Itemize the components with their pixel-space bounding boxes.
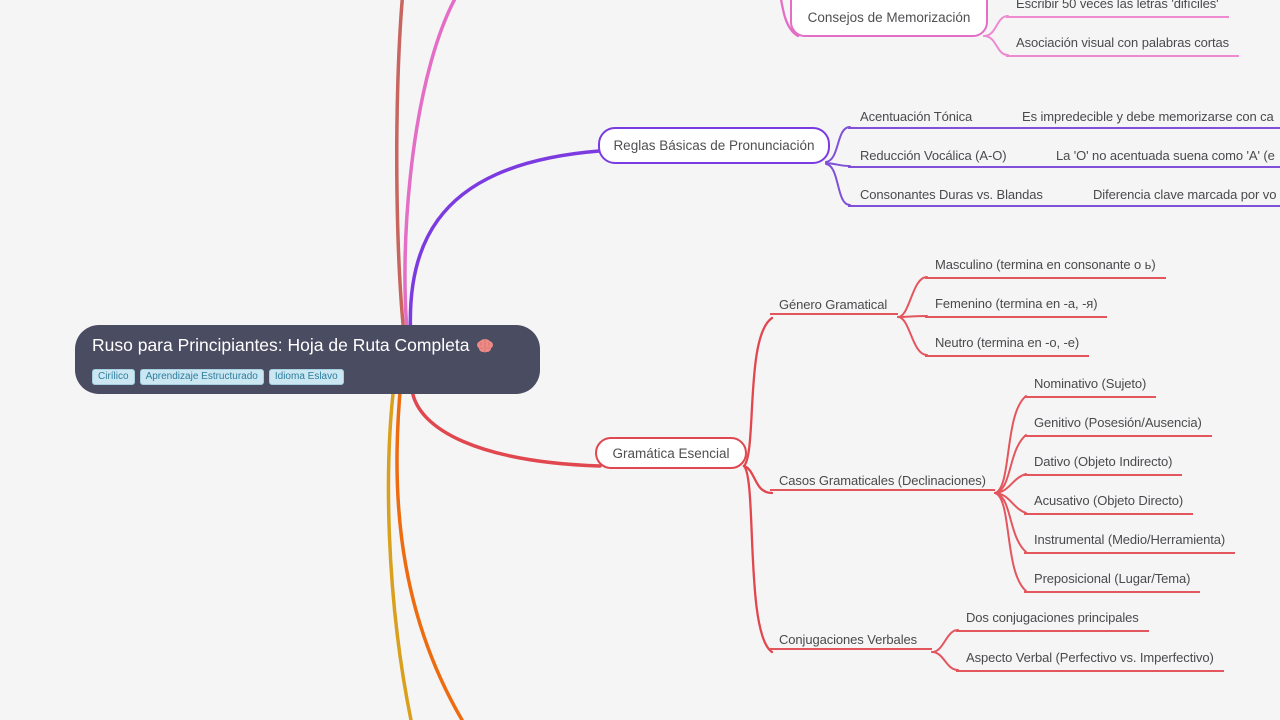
link-conjugaciones-child-2 xyxy=(931,651,959,671)
node-reglas-pronunciacion[interactable]: Reglas Básicas de Pronunciación xyxy=(598,127,830,164)
branch-label: Casos Gramaticales (Declinaciones) xyxy=(779,473,986,488)
branch-conjugaciones-verbales[interactable]: Conjugaciones Verbales xyxy=(770,631,932,650)
node-label: Gramática Esencial xyxy=(612,445,730,461)
link-root-gramatica xyxy=(410,388,602,468)
row-detail: Diferencia clave marcada por vo xyxy=(1093,187,1277,202)
leaf-masculino[interactable]: Masculino (termina en consonante o ь) xyxy=(925,256,1166,279)
link-root-pronunciacion xyxy=(408,149,601,367)
leaf-label: Dativo (Objeto Indirecto) xyxy=(1034,454,1173,469)
link-genero-neutro xyxy=(897,316,928,356)
link-pronunciacion-row-2 xyxy=(825,162,851,167)
link-casos-preposicional xyxy=(994,492,1027,592)
leaf-label: Aspecto Verbal (Perfectivo vs. Imperfect… xyxy=(966,650,1214,665)
leaf-label: Asociación visual con palabras cortas xyxy=(1016,35,1230,50)
row-reduccion-vocalica[interactable]: Reducción Vocálica (A-O) La 'O' no acent… xyxy=(848,145,1280,168)
row-detail: Es impredecible y debe memorizarse con c… xyxy=(1022,109,1274,124)
leaf-label: Acusativo (Objeto Directo) xyxy=(1034,493,1184,508)
leaf-genitivo[interactable]: Genitivo (Posesión/Ausencia) xyxy=(1024,414,1212,437)
link-genero-masculino xyxy=(897,276,928,318)
leaf-neutro[interactable]: Neutro (termina en -o, -e) xyxy=(925,334,1090,357)
link-gramatica-genero xyxy=(742,316,774,468)
leaf-label: Masculino (termina en consonante o ь) xyxy=(935,257,1156,272)
leaf-acusativo[interactable]: Acusativo (Objeto Directo) xyxy=(1024,492,1194,515)
link-conjugaciones-child-1 xyxy=(931,629,959,653)
node-label: Consejos de Memorización xyxy=(807,10,971,25)
leaf-dativo[interactable]: Dativo (Objeto Indirecto) xyxy=(1024,453,1183,476)
node-gramatica-esencial[interactable]: Gramática Esencial xyxy=(595,437,747,469)
row-label: Acentuación Tónica xyxy=(860,109,973,124)
link-root-offscreen-bottom-orange xyxy=(395,368,465,720)
leaf-aspecto-verbal[interactable]: Aspecto Verbal (Perfectivo vs. Imperfect… xyxy=(956,649,1224,672)
node-consejos-memorizacion[interactable]: Consejos de Memorización xyxy=(790,0,988,37)
link-memorizacion-child-2 xyxy=(983,35,1009,56)
branch-label: Conjugaciones Verbales xyxy=(779,632,918,647)
root-tags: Cirílico Aprendizaje Estructurado Idioma… xyxy=(92,369,344,385)
node-label: Reglas Básicas de Pronunciación xyxy=(613,138,815,153)
link-genero-femenino xyxy=(897,315,928,318)
tag-aprendizaje-estructurado: Aprendizaje Estructurado xyxy=(139,369,264,385)
root-title: Ruso para Principiantes: Hoja de Ruta Co… xyxy=(92,335,494,356)
root-title-text: Ruso para Principiantes: Hoja de Ruta Co… xyxy=(92,335,470,355)
leaf-label: Neutro (termina en -o, -e) xyxy=(935,335,1080,350)
leaf-nominativo[interactable]: Nominativo (Sujeto) xyxy=(1024,375,1157,398)
leaf-label: Preposicional (Lugar/Tema) xyxy=(1034,571,1191,586)
link-gramatica-casos xyxy=(742,464,774,495)
link-pronunciacion-row-3 xyxy=(825,163,851,206)
branch-genero-gramatical[interactable]: Género Gramatical xyxy=(770,296,898,315)
row-label: Reducción Vocálica (A-O) xyxy=(860,148,1007,163)
leaf-label: Escribir 50 veces las letras 'difíciles' xyxy=(1016,0,1219,11)
link-pronunciacion-row-1 xyxy=(825,126,851,163)
row-consonantes-duras-blandas[interactable]: Consonantes Duras vs. Blandas Diferencia… xyxy=(848,184,1280,207)
link-casos-instrumental xyxy=(994,492,1027,553)
link-root-offscreen-top-pink xyxy=(403,0,457,364)
row-label: Consonantes Duras vs. Blandas xyxy=(860,187,1043,202)
tag-idioma-eslavo: Idioma Eslavo xyxy=(268,369,344,385)
root-node[interactable]: Ruso para Principiantes: Hoja de Ruta Co… xyxy=(75,325,540,394)
leaf-asociacion-visual[interactable]: Asociación visual con palabras cortas xyxy=(1006,34,1240,57)
branch-label: Género Gramatical xyxy=(779,297,888,312)
leaf-label: Nominativo (Sujeto) xyxy=(1034,376,1147,391)
leaf-dos-conjugaciones[interactable]: Dos conjugaciones principales xyxy=(956,609,1149,632)
leaf-label: Genitivo (Posesión/Ausencia) xyxy=(1034,415,1202,430)
brain-icon xyxy=(476,338,494,354)
link-casos-genitivo xyxy=(994,434,1027,494)
branch-casos-gramaticales[interactable]: Casos Gramaticales (Declinaciones) xyxy=(770,472,995,491)
leaf-femenino[interactable]: Femenino (termina en -a, -я) xyxy=(925,295,1108,318)
leaf-label: Dos conjugaciones principales xyxy=(966,610,1139,625)
link-casos-dativo xyxy=(994,473,1027,494)
row-detail: La 'O' no acentuada suena como 'A' (e xyxy=(1056,148,1275,163)
link-casos-nominativo xyxy=(994,395,1027,494)
tag-cirilico: Cirílico xyxy=(92,369,135,385)
leaf-preposicional[interactable]: Preposicional (Lugar/Tema) xyxy=(1024,570,1201,593)
row-acentuacion-tonica[interactable]: Acentuación Tónica Es impredecible y deb… xyxy=(848,106,1280,129)
leaf-instrumental[interactable]: Instrumental (Medio/Herramienta) xyxy=(1024,531,1236,554)
leaf-label: Instrumental (Medio/Herramienta) xyxy=(1034,532,1226,547)
link-root-offscreen-bottom-amber xyxy=(386,368,413,720)
link-gramatica-conjugaciones xyxy=(742,464,774,654)
leaf-label: Femenino (termina en -a, -я) xyxy=(935,296,1098,311)
leaf-escribir-50-veces[interactable]: Escribir 50 veces las letras 'difíciles' xyxy=(1006,0,1229,18)
